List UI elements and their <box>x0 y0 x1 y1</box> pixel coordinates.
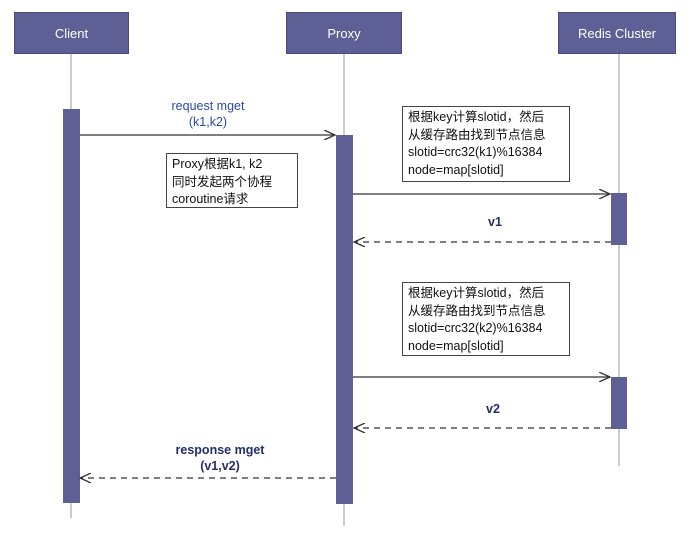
note-line: 根据key计算slotid，然后 <box>408 110 545 124</box>
note-line: node=map[slotid] <box>408 162 504 177</box>
participant-client: Client <box>14 12 129 54</box>
response-label: response mget (v1,v2) <box>160 442 280 474</box>
redis-activation-bar-2 <box>611 377 627 429</box>
note-line: Proxy根据k1, k2 <box>172 157 263 171</box>
response-label-line2: (v1,v2) <box>200 459 240 473</box>
request-label-line1: request mget <box>171 99 245 113</box>
note-line: 根据key计算slotid，然后 <box>408 286 545 300</box>
note-line: 从缓存路由找到节点信息 <box>408 303 546 318</box>
proxy-activation-bar <box>336 135 353 504</box>
note-line: node=map[slotid] <box>408 338 504 353</box>
proxy-coroutine-note: Proxy根据k1, k2 同时发起两个协程 coroutine请求 <box>166 153 298 208</box>
v1-label: v1 <box>488 215 502 229</box>
note-line: slotid=crc32(k1)%16384 <box>408 145 543 159</box>
note-line: slotid=crc32(k2)%16384 <box>408 321 543 335</box>
note-line: 从缓存路由找到节点信息 <box>408 127 546 142</box>
response-label-line1: response mget <box>175 443 265 457</box>
slot-calc-note-2: 根据key计算slotid，然后 从缓存路由找到节点信息 slotid=crc3… <box>402 282 570 356</box>
request-label-line2: (k1,k2) <box>188 115 228 129</box>
client-activation-bar <box>63 109 80 503</box>
slot-calc-note-1: 根据key计算slotid，然后 从缓存路由找到节点信息 slotid=crc3… <box>402 106 570 182</box>
note-line: coroutine请求 <box>172 192 249 206</box>
redis-activation-bar-1 <box>611 193 627 245</box>
v2-label: v2 <box>486 402 500 416</box>
participant-redis-cluster: Redis Cluster <box>558 12 676 54</box>
participant-proxy: Proxy <box>286 12 402 54</box>
request-label: request mget (k1,k2) <box>150 98 266 130</box>
note-line: 同时发起两个协程 <box>172 174 273 189</box>
